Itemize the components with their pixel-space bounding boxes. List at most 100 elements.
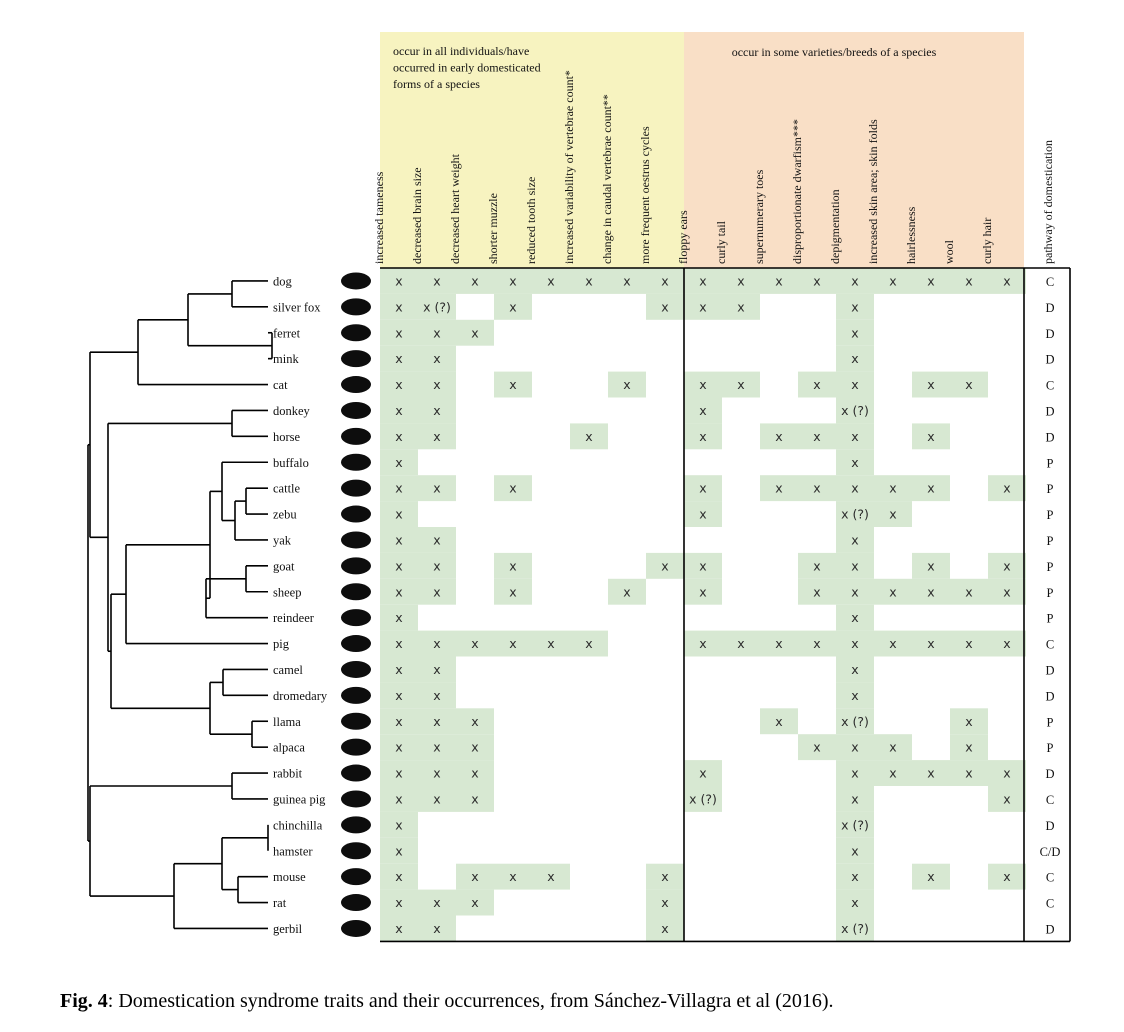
- trait-mark: x: [509, 273, 516, 288]
- trait-cell: [836, 915, 874, 942]
- species-label: rat: [273, 896, 287, 910]
- animal-silhouette-icon: [341, 712, 371, 730]
- trait-cell: [380, 501, 418, 527]
- trait-mark: x: [433, 688, 440, 703]
- trait-cell: [380, 734, 418, 761]
- trait-cell: [874, 734, 912, 761]
- trait-mark: x: [661, 921, 668, 936]
- trait-mark: x: [775, 636, 782, 651]
- pathway-value: D: [1045, 663, 1054, 677]
- trait-cell: [418, 656, 456, 683]
- trait-mark: x: [433, 351, 440, 366]
- trait-column-header: supernumerary toes: [752, 169, 766, 264]
- trait-mark: x: [433, 429, 440, 444]
- trait-mark: x: [433, 662, 440, 677]
- trait-mark: x (?): [841, 817, 869, 832]
- trait-cell: [418, 708, 456, 735]
- trait-cell: [836, 734, 874, 761]
- trait-cell: [380, 319, 418, 346]
- trait-mark: x: [699, 299, 706, 314]
- trait-mark: x: [395, 429, 402, 444]
- trait-mark: x: [547, 636, 554, 651]
- trait-cell: [912, 760, 950, 786]
- trait-mark: x: [585, 273, 592, 288]
- trait-column-header: hairlessness: [904, 206, 918, 264]
- trait-column-header: depigmentation: [828, 189, 842, 264]
- trait-cell: [836, 449, 874, 476]
- trait-cell: [380, 449, 418, 476]
- trait-mark: x: [547, 869, 554, 884]
- trait-cell: [684, 268, 722, 294]
- trait-mark: x: [927, 377, 934, 392]
- trait-cell: [836, 501, 874, 527]
- trait-mark: x (?): [841, 714, 869, 729]
- trait-cell: [646, 889, 684, 916]
- pathway-value: P: [1047, 560, 1054, 574]
- trait-cell: [722, 268, 760, 294]
- trait-cell: [760, 423, 798, 450]
- trait-mark: x: [433, 714, 440, 729]
- trait-cell: [798, 268, 836, 294]
- trait-cell: [456, 268, 494, 294]
- trait-mark: x: [851, 532, 858, 547]
- trait-cell: [684, 578, 722, 605]
- trait-cell: [722, 293, 760, 320]
- trait-mark: x: [851, 662, 858, 677]
- animal-silhouette-icon: [341, 868, 371, 886]
- trait-mark: x: [471, 791, 478, 806]
- trait-mark: x: [471, 766, 478, 781]
- pathway-value: P: [1047, 534, 1054, 548]
- trait-mark: x: [395, 921, 402, 936]
- trait-cell: [570, 423, 608, 450]
- trait-cell: [836, 889, 874, 916]
- trait-cell: [798, 475, 836, 502]
- trait-cell: [950, 578, 988, 605]
- trait-cell: [836, 760, 874, 786]
- trait-mark: x (?): [841, 507, 869, 522]
- trait-mark: x: [927, 584, 934, 599]
- trait-mark: x: [661, 558, 668, 573]
- trait-mark: x: [395, 766, 402, 781]
- trait-mark: x: [813, 377, 820, 392]
- trait-mark: x: [471, 740, 478, 755]
- trait-mark: x: [1003, 481, 1010, 496]
- trait-cell: [494, 293, 532, 320]
- trait-cell: [988, 786, 1026, 812]
- phylogenetic-tree: [87, 280, 273, 930]
- trait-cell: [912, 423, 950, 450]
- trait-cell: [684, 552, 722, 579]
- trait-cell: [532, 863, 570, 890]
- trait-mark: x: [433, 791, 440, 806]
- pathway-value: D: [1045, 404, 1054, 418]
- species-label: buffalo: [273, 456, 309, 470]
- trait-cell: [836, 604, 874, 631]
- trait-cell: [380, 708, 418, 735]
- trait-mark: x: [395, 869, 402, 884]
- animal-silhouette-icon: [341, 790, 371, 808]
- trait-mark: x: [395, 610, 402, 625]
- trait-cell: [380, 656, 418, 683]
- trait-mark: x (?): [841, 921, 869, 936]
- trait-cell: [456, 630, 494, 657]
- trait-cell: [684, 501, 722, 527]
- trait-cell: [836, 397, 874, 424]
- species-label: gerbil: [273, 922, 303, 936]
- trait-mark: x: [927, 766, 934, 781]
- trait-cell: [988, 268, 1026, 294]
- species-label: alpaca: [273, 741, 305, 755]
- trait-mark: x: [1003, 791, 1010, 806]
- trait-cell: [798, 578, 836, 605]
- trait-mark: x: [471, 869, 478, 884]
- trait-mark: x: [395, 481, 402, 496]
- animal-silhouette-icon: [341, 427, 371, 445]
- trait-mark: x: [699, 584, 706, 599]
- trait-cell: [798, 552, 836, 579]
- trait-mark: x: [813, 584, 820, 599]
- trait-mark: x: [699, 273, 706, 288]
- trait-mark: x: [433, 740, 440, 755]
- trait-cell: [380, 786, 418, 812]
- trait-mark: x: [851, 740, 858, 755]
- trait-cell: [380, 811, 418, 838]
